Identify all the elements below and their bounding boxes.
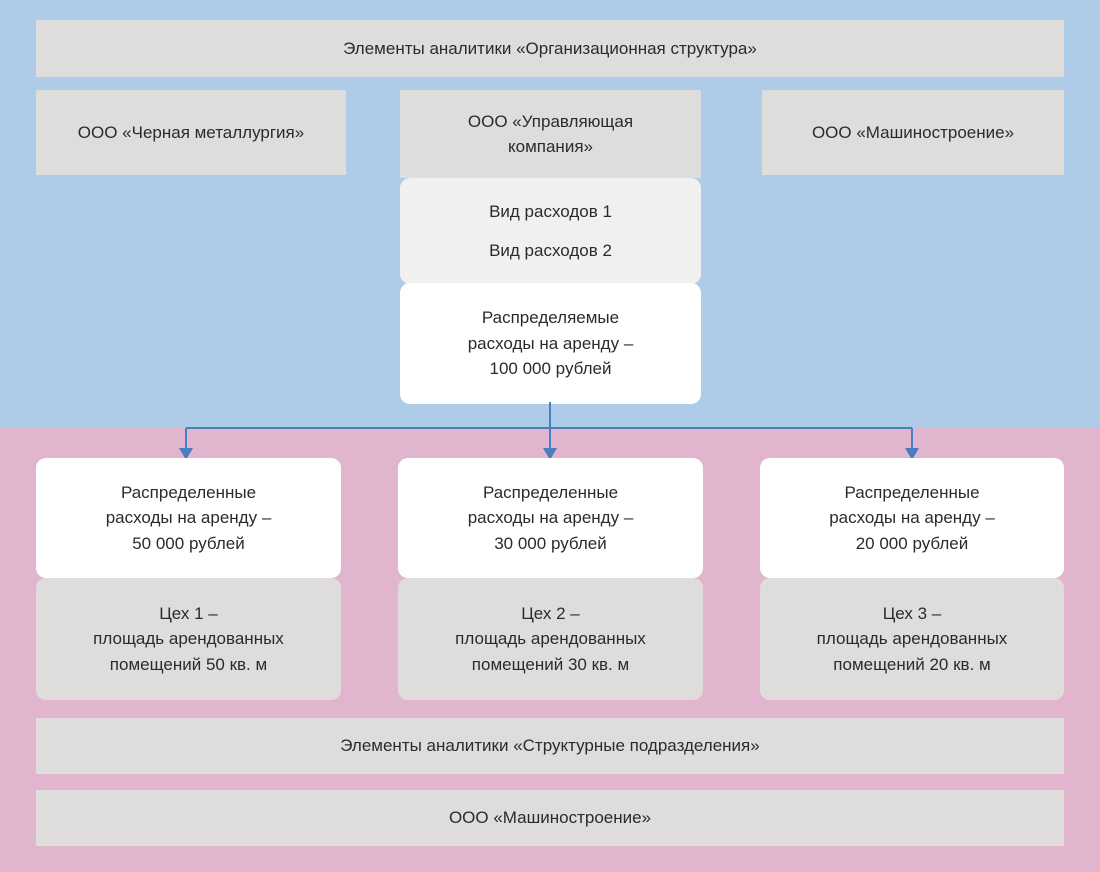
company-bar-machine-building: ООО «Машиностроение» [36,790,1064,846]
expense-type-1-label: Вид расходов 1 [489,202,612,221]
connector-lines [185,402,913,450]
arrowhead-right-icon [905,448,919,460]
workshop-box-2: Цех 2 – площадь арендованных помещений 3… [398,578,703,700]
allocated-expense-box-2: Распределенные расходы на аренду – 30 00… [398,458,703,578]
company-box-ferrous-metallurgy: ООО «Черная металлургия» [36,90,346,175]
expense-types-box: Вид расходов 1 Вид расходов 2 [400,178,701,284]
allocated-expense-box-3: Распределенные расходы на аренду – 20 00… [760,458,1064,578]
arrowhead-icons [179,448,919,460]
arrowhead-center-icon [543,448,557,460]
company-box-management-company: ООО «Управляющая компания» [400,90,701,178]
arrowhead-left-icon [179,448,193,460]
workshop-box-3: Цех 3 – площадь арендованных помещений 2… [760,578,1064,700]
distributable-expense-box: Распределяемые расходы на аренду – 100 0… [400,283,701,404]
flow-arrows [179,402,919,460]
allocated-expense-box-1: Распределенные расходы на аренду – 50 00… [36,458,341,578]
dept-analytics-header: Элементы аналитики «Структурные подразде… [36,718,1064,774]
workshop-box-1: Цех 1 – площадь арендованных помещений 5… [36,578,341,700]
org-analytics-header: Элементы аналитики «Организационная стру… [36,20,1064,77]
expense-type-2-label: Вид расходов 2 [489,240,612,260]
company-box-machine-building: ООО «Машиностроение» [762,90,1064,175]
